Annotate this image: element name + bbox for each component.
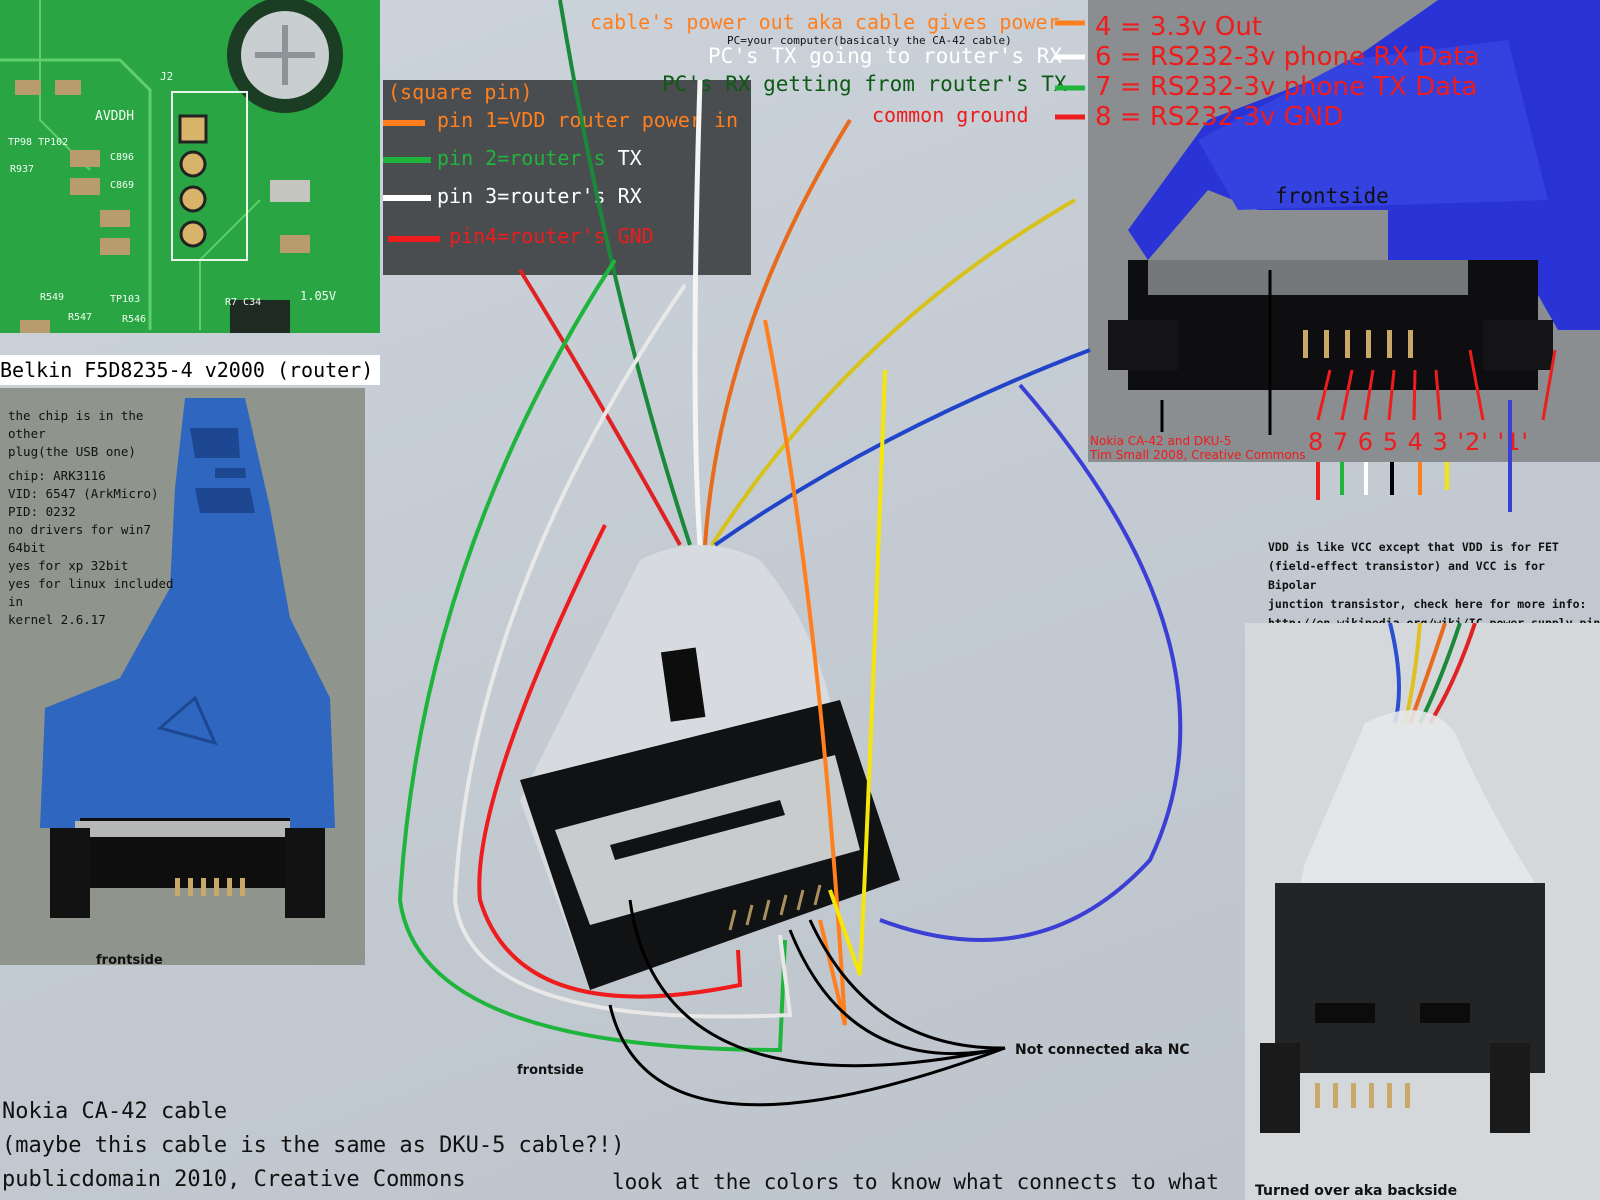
power-out-note: cable's power out aka cable gives power	[590, 10, 1060, 34]
pin2-label: pin 2=router's TX	[437, 146, 642, 170]
chip-info-line: plug(the USB one)	[8, 444, 136, 459]
connector-plate	[555, 755, 860, 925]
backside-caption: Turned over aka backside	[1255, 1183, 1458, 1199]
svg-text:TP103: TP103	[110, 294, 140, 305]
pcb-label-avddh: AVDDH	[95, 109, 134, 124]
bottom-instruction: look at the colors to know what connects…	[612, 1170, 1219, 1194]
center-frontside-label: frontside	[517, 1063, 584, 1078]
vdd-note-line: junction transistor, check here for more…	[1268, 597, 1587, 611]
pin2-label-signal: TX	[617, 146, 642, 170]
pin3-label-signal: RX	[617, 184, 642, 208]
orange-wire-trace	[763, 319, 847, 1026]
pc-definition-note: PC=your computer(basically the CA-42 cab…	[727, 34, 1012, 47]
nc-wire-trace	[808, 919, 1006, 1050]
pin2-color-swatch	[383, 157, 431, 163]
pin4-label-text: pin4=router's	[449, 224, 606, 248]
pcb-caption: Belkin F5D8235-4 v2000 (router)	[0, 355, 380, 385]
svg-text:1.05V: 1.05V	[300, 289, 336, 303]
nokia-connector-front-drawing	[1088, 0, 1600, 462]
nokia-credit-line2: Tim Small 2008, Creative Commons	[1090, 448, 1306, 462]
nc-wire-trace	[788, 929, 1006, 1056]
pin4-desc: 4 = 3.3v Out	[1095, 12, 1262, 42]
not-connected-label: Not connected aka NC	[1015, 1042, 1190, 1058]
pin-legend-box	[383, 80, 751, 275]
chip-info: the chip is in the other plug(the USB on…	[8, 407, 178, 629]
pin7-desc: 7 = RS232-3v phone TX Data	[1095, 72, 1478, 102]
nc-wire-trace	[608, 1004, 1006, 1107]
svg-text:TP98 TP102: TP98 TP102	[8, 137, 68, 148]
square-pin-label: (square pin)	[388, 80, 533, 104]
chip-info-line: yes for xp 32bit	[8, 558, 129, 573]
pin2-label-text: pin 2=router's	[437, 146, 606, 170]
pcb-drawing: AVDDH J2 TP98 TP102 R937 C896 C869 R549 …	[0, 0, 380, 333]
nokia-frontside-label: frontside	[1275, 184, 1389, 208]
pin3-color-swatch	[383, 195, 431, 201]
chip-info-line: no drivers for win7 64bit	[8, 522, 151, 555]
pc-tx-note: PC's TX going to router's RX	[708, 44, 1063, 68]
left-frontside-label: frontside	[96, 953, 163, 968]
pin4-label: pin4=router's GND	[449, 224, 654, 248]
bottom-left-line: (maybe this cable is the same as DKU-5 c…	[2, 1133, 625, 1158]
blue-wire-trace	[879, 383, 1183, 942]
pin3-label-text: pin 3=router's	[437, 184, 606, 208]
chip-info-line: VID: 6547 (ArkMicro)	[8, 486, 159, 501]
pin1-label: pin 1=VDD router power in	[437, 108, 739, 132]
pin4-color-swatch	[388, 236, 440, 242]
white-wire-trace	[452, 283, 793, 1019]
red-wire-trace	[477, 524, 743, 999]
svg-text:R549: R549	[40, 292, 64, 303]
svg-text:J2: J2	[160, 70, 173, 83]
chip-info-line: kernel 2.6.17	[8, 612, 106, 627]
pin4-label-signal: GND	[617, 224, 654, 248]
yellow-wire-trace	[828, 369, 887, 976]
nokia-pin-numbers: 8 7 6 5 4 3 '2' '1'	[1308, 428, 1529, 456]
vdd-note: VDD is like VCC except that VDD is for F…	[1268, 538, 1600, 633]
chip-info-line: PID: 0232	[8, 504, 76, 519]
bottom-left-line: Nokia CA-42 cable	[2, 1099, 228, 1124]
chip-info-line: yes for linux included in	[8, 576, 174, 609]
ca42-plug-photo	[0, 388, 365, 965]
svg-text:R7 C34: R7 C34	[225, 297, 261, 308]
pin3-label: pin 3=router's RX	[437, 184, 642, 208]
vdd-note-line: VDD is like VCC except that VDD is for F…	[1268, 540, 1559, 554]
nokia-connector-front-photo	[1088, 0, 1600, 462]
svg-text:R937: R937	[10, 164, 34, 175]
nc-wire-trace	[628, 899, 1006, 1068]
nokia-connector-back-drawing	[1245, 623, 1600, 1200]
chip-info-line: the chip is in the other	[8, 408, 144, 441]
pin1-color-swatch	[383, 120, 425, 126]
pin8-desc: 8 = RS232-3v GND	[1095, 102, 1344, 132]
router-pcb-photo: AVDDH J2 TP98 TP102 R937 C896 C869 R549 …	[0, 0, 380, 333]
nokia-connector-back-photo	[1245, 623, 1600, 1200]
svg-text:C869: C869	[110, 180, 134, 191]
svg-text:R546: R546	[122, 314, 146, 325]
ca42-plug-drawing	[0, 388, 365, 965]
svg-text:R547: R547	[68, 312, 92, 323]
nokia-credit-line1: Nokia CA-42 and DKU-5	[1090, 434, 1232, 448]
vdd-note-line: (field-effect transistor) and VCC is for…	[1268, 559, 1545, 592]
chip-info-line: chip: ARK3116	[8, 468, 106, 483]
green-wire-trace	[397, 258, 787, 1053]
pin6-desc: 6 = RS232-3v phone RX Data	[1095, 42, 1480, 72]
ground-note: common ground	[872, 103, 1029, 127]
bottom-left-caption: Nokia CA-42 cable (maybe this cable is t…	[2, 1095, 625, 1197]
bottom-left-line: publicdomain 2010, Creative Commons	[2, 1167, 466, 1192]
svg-text:C896: C896	[110, 152, 134, 163]
pc-rx-note: PC's RX getting from router's TX	[662, 72, 1067, 96]
